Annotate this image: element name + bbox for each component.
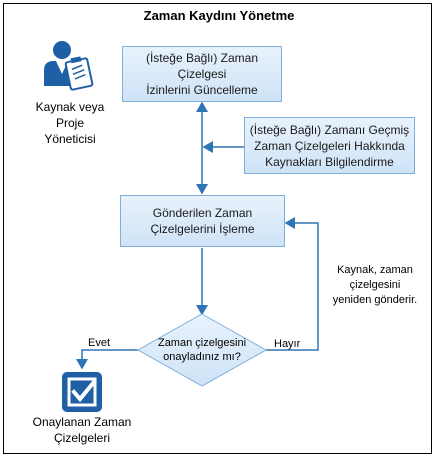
step-process-timesheets-label: Gönderilen Zaman Çizelgelerini İşleme — [150, 206, 255, 236]
step-update-permissions-label: (İsteğe Bağlı) Zaman Çizelgesi İzinlerin… — [145, 51, 259, 97]
diagram-frame — [3, 3, 432, 454]
actor-label: Kaynak veya Proje Yöneticisi — [35, 100, 105, 146]
connector-yes-branch — [76, 349, 138, 370]
step-notify-resources: (İsteğe Bağlı) Zamanı Geçmiş Zaman Çizel… — [244, 117, 415, 174]
decision-label: Zaman çizelgesini onayladınız mı? — [157, 337, 247, 363]
project-manager-icon — [44, 41, 94, 91]
decision-diamond — [136, 313, 268, 387]
loop-note: Kaynak, zaman çizelgesini yeniden gönder… — [332, 264, 418, 306]
branch-yes-label: Evet — [88, 337, 111, 349]
connector-no-loop — [266, 217, 319, 351]
step-update-permissions: (İsteğe Bağlı) Zaman Çizelgesi İzinlerin… — [122, 46, 282, 102]
step-notify-resources-label: (İsteğe Bağlı) Zamanı Geçmiş Zaman Çizel… — [249, 122, 410, 169]
branch-no-label: Hayır — [274, 338, 301, 350]
diagram-title: Zaman Kaydını Yönetme — [143, 8, 295, 23]
approved-checkbox-icon — [62, 372, 102, 412]
end-label: Onaylanan Zaman Çizelgeleri — [32, 415, 132, 445]
step-process-timesheets: Gönderilen Zaman Çizelgelerini İşleme — [120, 195, 285, 247]
